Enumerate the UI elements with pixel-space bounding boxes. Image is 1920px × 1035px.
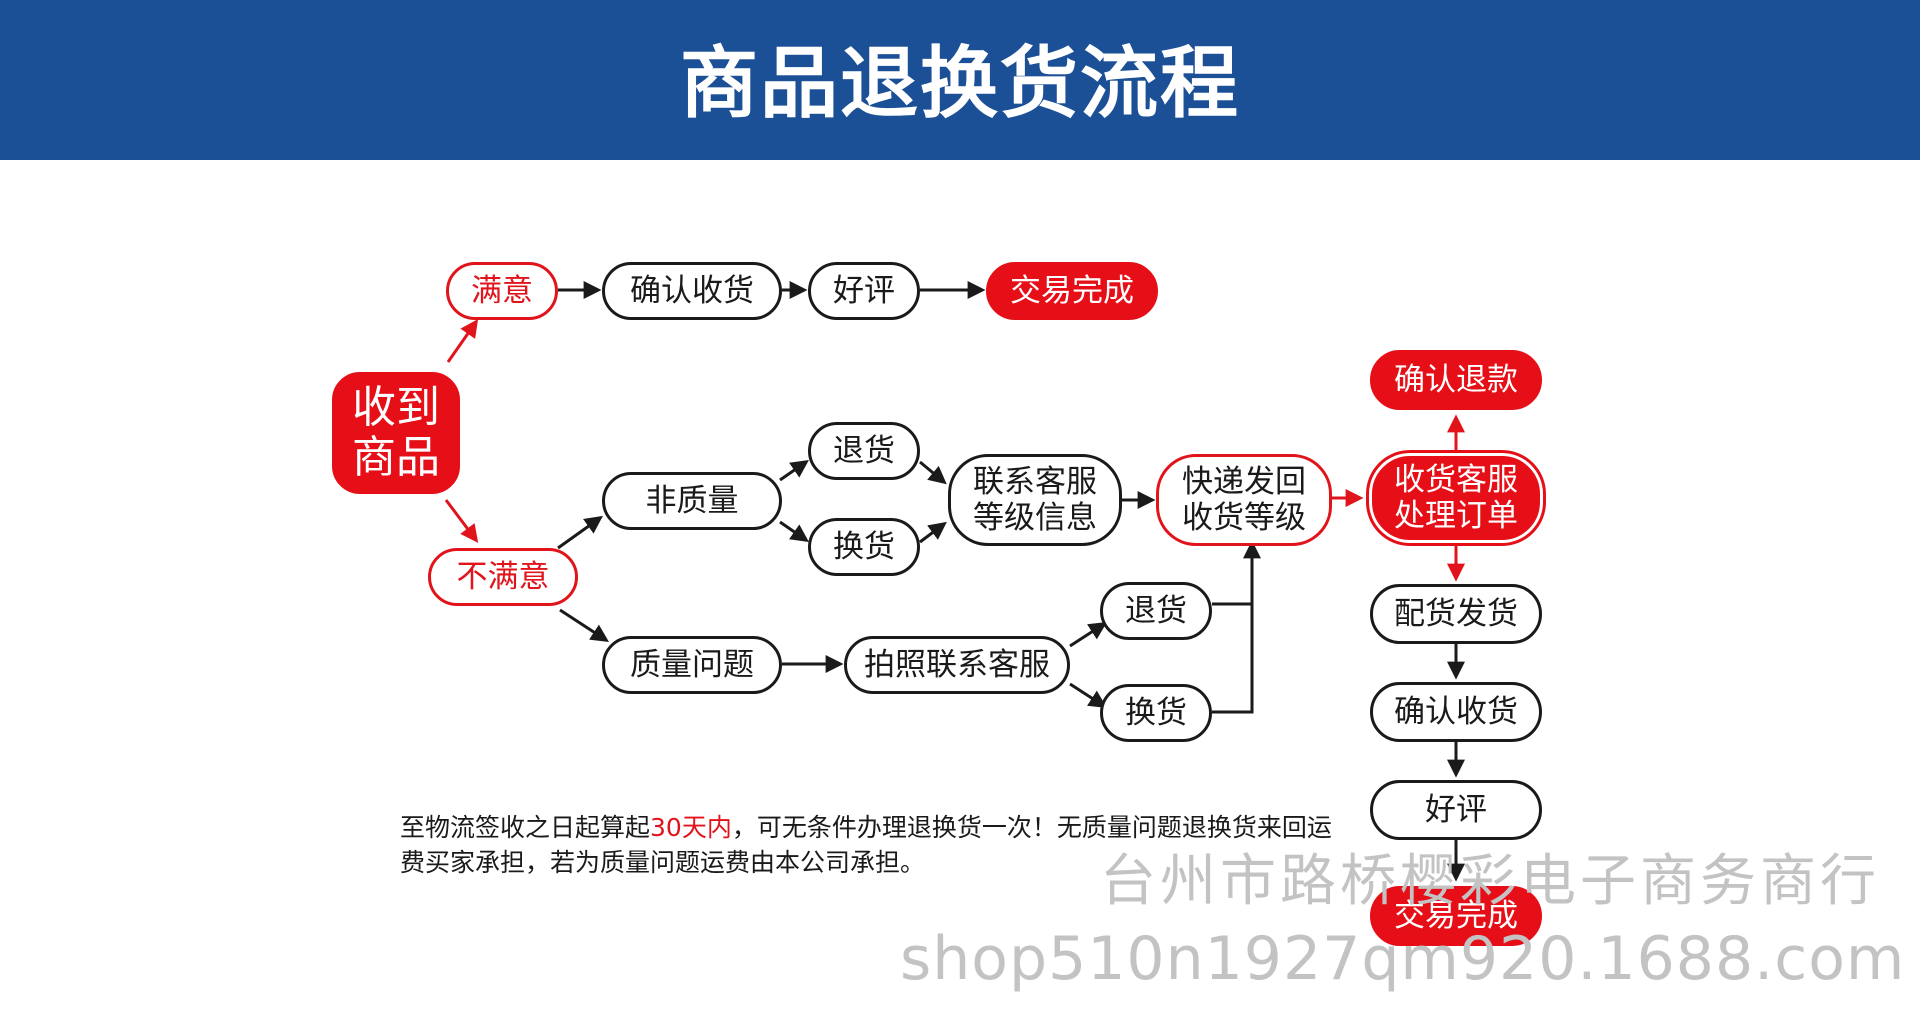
page-title: 商品退换货流程 bbox=[679, 39, 1240, 129]
node-quality-issue: 质量问题 bbox=[602, 636, 782, 694]
node-confirm-receipt-top: 确认收货 bbox=[602, 262, 782, 320]
node-ship-goods: 配货发货 bbox=[1370, 584, 1542, 644]
watermark-url: shop510n1927qm920.1688.com bbox=[900, 924, 1906, 994]
node-confirm-refund: 确认退款 bbox=[1370, 350, 1542, 410]
node-satisfied: 满意 bbox=[446, 262, 558, 320]
arrow-photo-to-exchange bbox=[1069, 682, 1108, 708]
arrow-photo-to-return bbox=[1069, 622, 1108, 648]
connector-exchange-to-express bbox=[1212, 540, 1261, 714]
arrow-nonquality-to-return bbox=[779, 459, 809, 482]
node-good-review-top: 好评 bbox=[808, 262, 920, 320]
node-trade-complete-top: 交易完成 bbox=[986, 262, 1158, 320]
policy-note: 至物流签收之日起算起30天内，可无条件办理退换货一次！无质量问题退换货来回运费买… bbox=[400, 810, 1340, 880]
node-process-order: 收货客服 处理订单 bbox=[1372, 456, 1540, 540]
arrow-received-to-satisfied bbox=[446, 319, 479, 363]
watermark-company: 台州市路桥樱彩电子商务商行 bbox=[1100, 849, 1880, 914]
arrow-unsatisfied-to-nonquality bbox=[557, 515, 603, 550]
node-confirm-receipt-right: 确认收货 bbox=[1370, 682, 1542, 742]
node-return-top: 退货 bbox=[808, 422, 920, 480]
policy-note-text-2: ，可无条件办理退换货一次！无质量问题退换货来回运费买家承担，若为质量问题运费由本… bbox=[400, 813, 1332, 877]
policy-note-text-1: 至物流签收之日起算起 bbox=[400, 813, 651, 842]
arrow-nonquality-to-exchange bbox=[779, 520, 809, 543]
node-good-review-right: 好评 bbox=[1370, 780, 1542, 840]
node-photo-contact: 拍照联系客服 bbox=[844, 636, 1070, 694]
node-exchange-bottom: 换货 bbox=[1100, 684, 1212, 742]
arrow-exchange-to-contact bbox=[919, 521, 947, 544]
node-exchange-top: 换货 bbox=[808, 518, 920, 576]
node-received-goods: 收到 商品 bbox=[332, 372, 460, 494]
node-unsatisfied: 不满意 bbox=[428, 548, 578, 606]
node-contact-service: 联系客服 等级信息 bbox=[948, 454, 1122, 546]
arrow-received-to-unsatisfied bbox=[444, 499, 479, 543]
node-trade-complete-right: 交易完成 bbox=[1370, 886, 1542, 946]
node-non-quality: 非质量 bbox=[602, 472, 782, 530]
arrow-unsatisfied-to-quality bbox=[559, 608, 610, 642]
node-return-bottom: 退货 bbox=[1100, 582, 1212, 640]
policy-note-highlight: 30天内 bbox=[650, 813, 732, 842]
arrow-return-to-contact bbox=[919, 460, 947, 485]
header-banner: 商品退换货流程 bbox=[0, 0, 1920, 160]
node-express-return: 快递发回 收货等级 bbox=[1156, 454, 1332, 546]
